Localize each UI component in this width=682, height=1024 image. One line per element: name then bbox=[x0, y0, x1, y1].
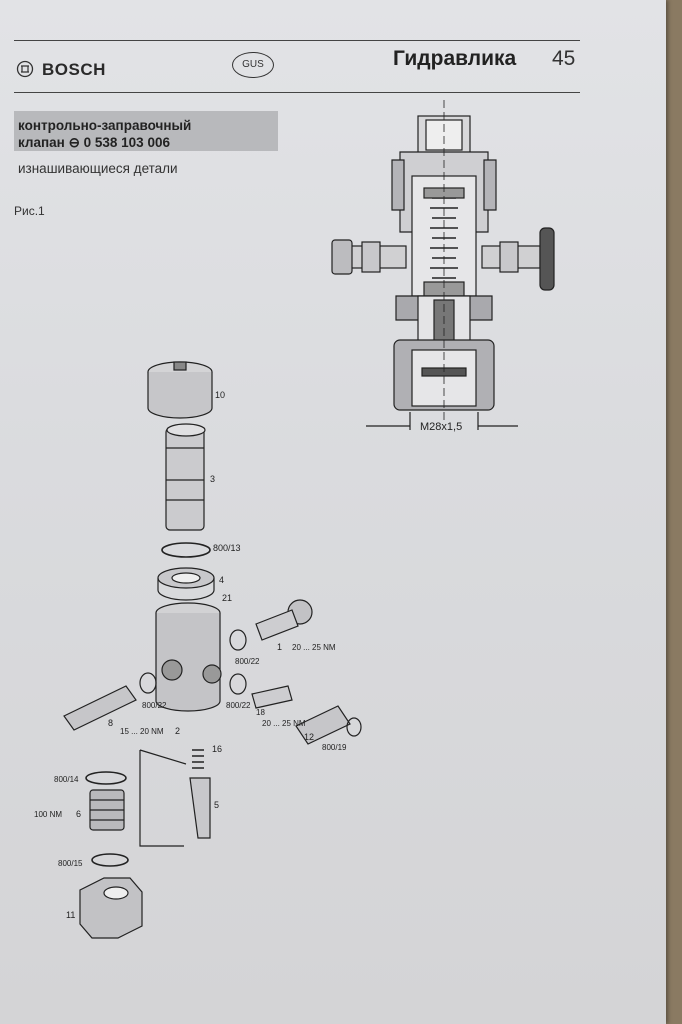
part-6: 6 bbox=[76, 809, 81, 819]
part-16: 16 bbox=[212, 744, 222, 754]
part-800-22-c: 800/22 bbox=[226, 701, 251, 710]
part-800-19: 800/19 bbox=[322, 743, 347, 752]
part-4: 4 bbox=[219, 575, 224, 585]
figure-label: Рис.1 bbox=[14, 204, 45, 218]
part-800-22-b: 800/22 bbox=[142, 701, 167, 710]
part-800-13: 800/13 bbox=[213, 543, 241, 553]
valve-cross-section bbox=[331, 100, 555, 430]
part-11: 11 bbox=[66, 910, 75, 920]
part-12: 12 bbox=[304, 732, 314, 742]
part-5: 5 bbox=[214, 800, 219, 810]
title-line-2: клапан ⊖ 0 538 103 006 bbox=[18, 135, 170, 150]
section-title: Гидравлика bbox=[393, 47, 517, 70]
subtitle: изнашивающиеся детали bbox=[18, 161, 178, 176]
header-bottom-rule bbox=[14, 92, 580, 93]
title-line-1: контрольно-заправочный bbox=[18, 118, 192, 133]
title-highlight bbox=[14, 111, 278, 151]
torque-18: 20 ... 25 NM bbox=[262, 719, 306, 728]
part-21: 21 bbox=[222, 593, 232, 603]
brand-name: BOSCH bbox=[42, 60, 106, 79]
part-10: 10 bbox=[215, 390, 225, 400]
gus-badge: GUS bbox=[232, 52, 274, 78]
torque-2: 15 ... 20 NM bbox=[120, 727, 164, 736]
part-2: 2 bbox=[175, 726, 180, 736]
part-800-15: 800/15 bbox=[58, 859, 83, 868]
page-number: 45 bbox=[552, 47, 576, 70]
bosch-logo-icon bbox=[16, 60, 34, 78]
dimension-label: M28x1,5 bbox=[420, 421, 462, 433]
part-3: 3 bbox=[210, 474, 215, 484]
part-1: 1 bbox=[277, 642, 282, 652]
part-800-14: 800/14 bbox=[54, 775, 79, 784]
part-18: 18 bbox=[256, 708, 265, 717]
header-top-rule bbox=[14, 40, 580, 41]
torque-6: 100 NM bbox=[34, 810, 62, 819]
torque-1: 20 ... 25 NM bbox=[292, 643, 336, 652]
part-8: 8 bbox=[108, 718, 113, 728]
part-800-22-a: 800/22 bbox=[235, 657, 260, 666]
exploded-view bbox=[63, 361, 362, 939]
